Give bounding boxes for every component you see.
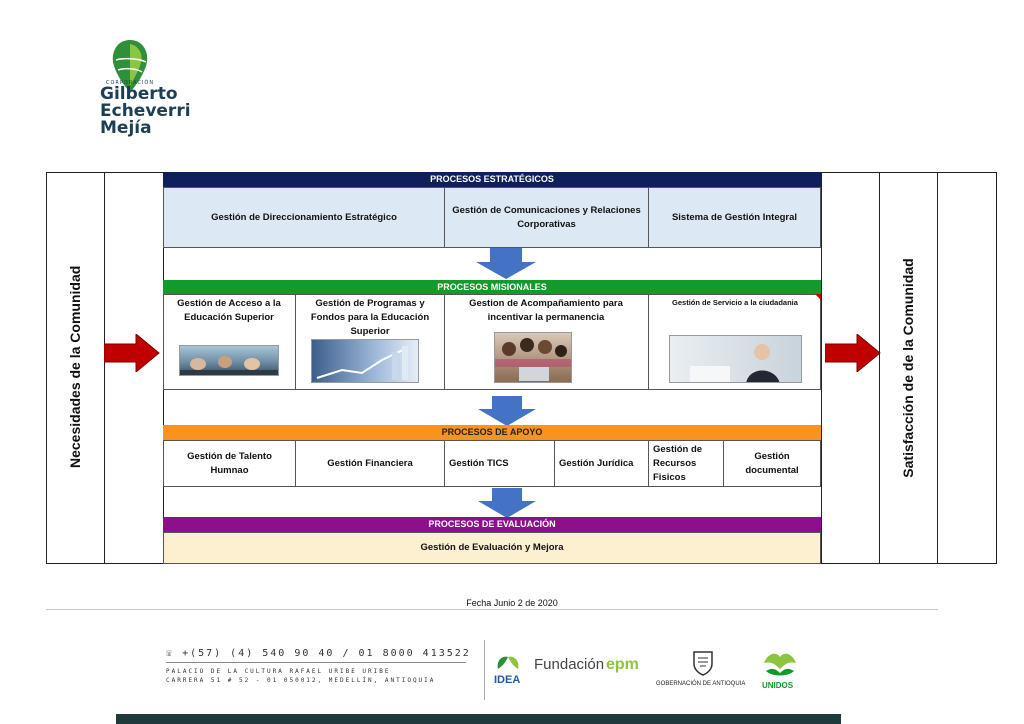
band-apoyo: PROCESOS DE APOYO: [163, 425, 821, 440]
gobernacion-shield-icon: [693, 651, 713, 676]
idea-label: IDEA: [494, 674, 521, 686]
row-divider: [295, 294, 296, 390]
contact-underline: [166, 662, 466, 663]
cell-financiera: Gestión Financiera: [295, 440, 445, 487]
col-divider: [104, 172, 105, 564]
flow-down-arrow-icon: [476, 248, 536, 279]
unidos-logo-icon: [764, 653, 796, 676]
logo-corporacion: CORPORACIÓN: [106, 80, 155, 86]
band-evaluacion: PROCESOS DE EVALUACIÓN: [163, 517, 821, 532]
gobernacion-label: GOBERNACIÓN DE ANTIOQUIA: [656, 681, 746, 687]
corner-marker-icon: [815, 294, 821, 300]
side-right-cell: Satisfacción de de la Comunidad: [879, 172, 937, 564]
mision-acompanamiento-label: Gestion de Acompañamiento para incentiva…: [469, 298, 623, 323]
band-misionales: PROCESOS MISIONALES: [163, 280, 821, 294]
row-divider: [648, 294, 649, 390]
photo-growth-chart: [311, 339, 419, 383]
mision-acceso-label: Gestión de Acceso a la Educación Superio…: [177, 298, 281, 323]
band-estrategicos: PROCESOS ESTRATÉGICOS: [163, 172, 821, 187]
cell-documental: Gestión documental: [723, 440, 821, 487]
footer-separator: [484, 640, 485, 700]
logo-line-3: Mejía: [100, 118, 152, 138]
cell-sistema-gestion: Sistema de Gestión Integral: [648, 187, 821, 248]
col-divider: [879, 172, 880, 564]
cell-juridica: Gestión Jurídica: [554, 440, 649, 487]
cell-direccionamiento: Gestión de Direccionamiento Estratégico: [163, 187, 445, 248]
fundacion-label: Fundación: [534, 656, 605, 673]
address-line-2: CARRERA 51 # 52 - 01 050012, MEDELLÍN, A…: [166, 677, 436, 684]
cell-tics: Gestión TICS: [444, 440, 555, 487]
flow-down-arrow-icon: [478, 396, 536, 426]
input-arrow-icon: [104, 334, 160, 372]
cell-recursos-fisicos: Gestión de Recursos Fisicos: [648, 440, 724, 487]
address-line-1: PALACIO DE LA CULTURA RAFAEL URIBE URIBE: [166, 668, 391, 675]
unidos-label: UNIDOS: [762, 681, 794, 690]
row-divider: [444, 294, 445, 390]
footer-divider: [46, 609, 938, 610]
logo-leaf-icon: [112, 40, 148, 92]
col-divider: [821, 172, 822, 564]
cell-talento-humano: Gestión de Talento Humnao: [163, 440, 296, 487]
flow-down-arrow-icon: [478, 488, 536, 518]
side-left-cell: Necesidades de la Comunidad: [46, 172, 104, 564]
photo-students-laptop: [494, 332, 572, 383]
logo-line-1: Gilberto: [100, 84, 178, 104]
idea-logo-icon: [497, 656, 519, 669]
contact-block: ☏ +(57) (4) 540 90 40 / 01 8000 413522 P…: [166, 648, 471, 685]
col-divider: [937, 172, 938, 564]
output-arrow-icon: [825, 334, 881, 372]
footer-bottom-bar: [116, 714, 841, 724]
side-right-label: Satisfacción de de la Comunidad: [900, 258, 916, 478]
cell-comunicaciones: Gestión de Comunicaciones y Relaciones C…: [444, 187, 649, 248]
epm-label: epm: [606, 656, 639, 673]
phone-icon: ☏: [166, 648, 175, 659]
photo-service-agent: [669, 335, 802, 383]
side-left-label: Necesidades de la Comunidad: [67, 265, 83, 468]
logo-line-2: Echeverri: [100, 101, 191, 121]
cell-evaluacion-mejora: Gestión de Evaluación y Mejora: [163, 532, 821, 564]
logo-wordmark: CORPORACIÓN Gilberto Echeverri Mejía: [100, 80, 200, 137]
photo-students-group: [179, 345, 279, 376]
mision-servicio-label: Gestión de Servicio a la ciudadania: [672, 298, 798, 307]
mision-programas-label: Gestión de Programas y Fondos para la Ed…: [310, 298, 430, 337]
misionales-row: [163, 294, 821, 390]
phone-number: +(57) (4) 540 90 40 / 01 8000 413522: [182, 648, 471, 659]
document-date: Fecha Junio 2 de 2020: [466, 598, 558, 608]
